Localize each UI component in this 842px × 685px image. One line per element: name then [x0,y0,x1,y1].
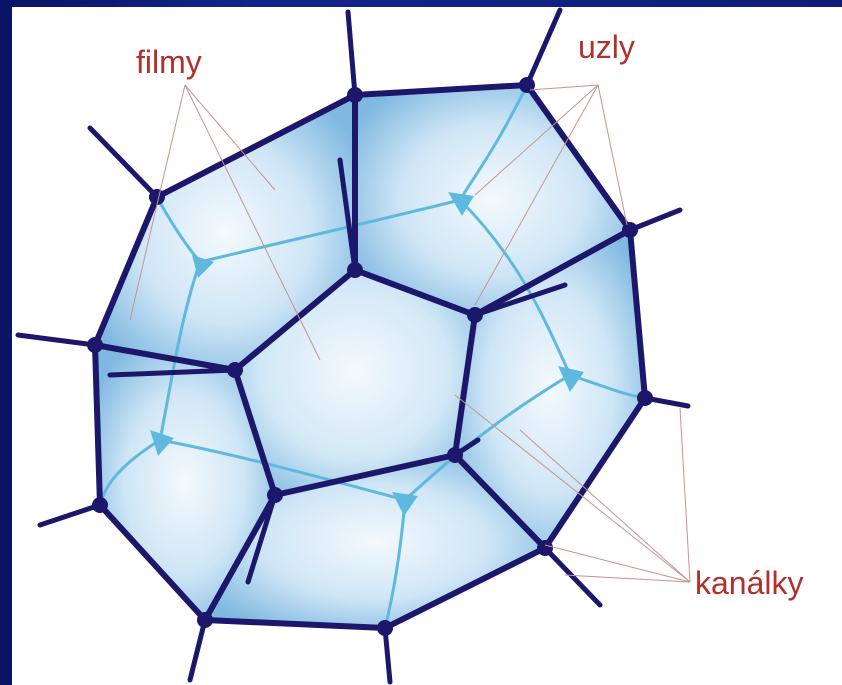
label-channels: kanálky [695,565,804,601]
label-films: filmy [136,44,202,80]
label-nodes: uzly [578,29,635,65]
